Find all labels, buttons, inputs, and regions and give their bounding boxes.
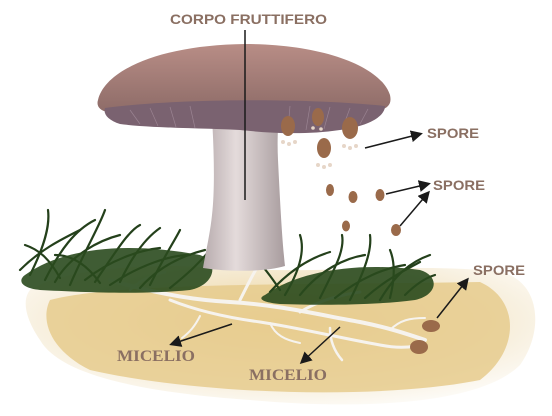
- spore-arrow-1: [364, 130, 423, 149]
- mushroom-stem: [203, 110, 285, 271]
- mycelium-arrow-1: [169, 323, 233, 347]
- grass-left-fill: [21, 247, 213, 293]
- label-mycelium-2: MICELIO: [249, 367, 327, 384]
- label-spore-1: SPORE: [427, 125, 479, 141]
- spore-arrow-3: [399, 190, 430, 227]
- label-fruiting-body: CORPO FRUTTIFERO: [170, 11, 327, 27]
- mycelium-arrow-2: [299, 326, 341, 365]
- spore-droplets: [281, 126, 358, 169]
- label-spore-3: SPORE: [473, 262, 525, 278]
- mycelium-network: [108, 258, 427, 362]
- label-spore-2: SPORE: [433, 177, 485, 193]
- spore-arrow-4: [436, 277, 469, 319]
- grass-right-fill: [261, 267, 434, 305]
- label-mycelium-1: MICELIO: [117, 348, 195, 365]
- spores: [281, 108, 440, 354]
- arrows: [169, 130, 469, 365]
- spore-arrow-2: [385, 180, 431, 195]
